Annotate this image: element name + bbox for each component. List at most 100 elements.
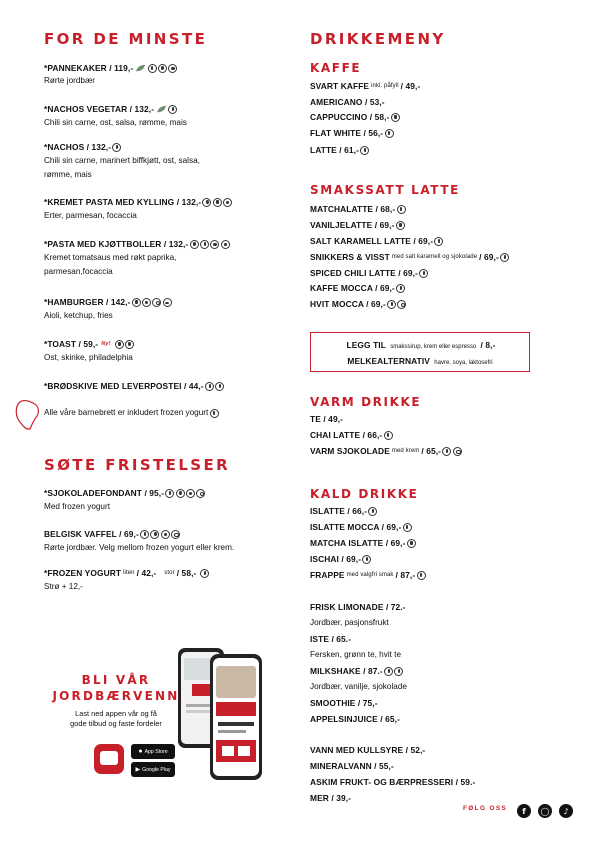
menu-item-name: SPICED CHILI LATTE / 69,- [310,268,429,278]
menu-item-label: KAFFE MOCCA / 69,- [310,283,395,293]
allergen-icon [210,239,220,249]
price-label: / 87,- [395,570,416,580]
add-ons-label: LEGG TIL [346,340,386,350]
section-title-drikkemeny: DRIKKEMENY [310,30,446,48]
allergen-icon [384,666,394,676]
menu-item-label: *BRØDSKIVE MED LEVERPOSTEI / 44,- [44,381,204,391]
allergen-icon [142,297,152,307]
menu-item-name: HVIT MOCCA / 69,- [310,299,407,309]
allergen-icon [157,63,167,73]
menu-item-label: ISTE / 65.- [310,634,352,644]
menu-item-name: MILKSHAKE / 87.- [310,666,404,676]
menu-item-name: MATCHA ISLATTE / 69,- [310,538,416,548]
menu-item-desc: Chili sin carne, marinert biffkjøtt, ost… [44,156,200,165]
allergen-icon [215,381,225,391]
add-ons-note: smakssirup, krem eller espresso [390,344,477,350]
section-title-smakssatt-latte: SMAKSSATT LATTE [310,183,460,197]
app-phones-image [176,644,268,784]
menu-item-label: ISCHAI / 69,- [310,554,362,564]
menu-item-note: med krem [391,448,420,454]
play-icon: ▶ [135,767,141,773]
allergen-icon [131,297,141,307]
menu-item-name: CAPPUCCINO / 58,- [310,112,400,122]
apple-icon: ● [138,748,143,755]
menu-item-name: MINERALVANN / 55,- [310,761,394,771]
menu-item-desc: Ost, skinke, philadelphia [44,353,133,362]
menu-item-label: SMOOTHIE / 75,- [310,698,378,708]
menu-item-name: AMERICANO / 53,- [310,97,385,107]
menu-item-label: MATCHA ISLATTE / 69,- [310,538,406,548]
google-play-button[interactable]: ▶ Google Play [131,762,175,777]
size-label: liten [123,570,135,576]
add-ons-price: / 8,- [480,340,496,350]
menu-item-label: ASKIM FRUKT- OG BÆRPRESSERI / 59.- [310,777,476,787]
menu-item-label: *TOAST / 59,- [44,339,99,349]
menu-item-desc: Strø + 12,- [44,582,83,591]
allergen-icon [362,554,372,564]
allergen-icon [171,529,181,539]
allergen-icon [112,142,122,152]
menu-item-name: VARM SJOKOLADE med krem / 65,- [310,446,462,456]
section-title-sote-fristelser: SØTE FRISTELSER [44,456,231,474]
menu-item-desc: Rørte jordbær [44,76,95,85]
add-ons-box: LEGG TIL smakssirup, krem eller espresso… [310,332,530,372]
app-logo[interactable] [94,744,124,774]
allergen-icon [189,239,199,249]
menu-item-desc: parmesan,focaccia [44,267,113,276]
new-badge: Ny! [101,341,111,347]
menu-item-note: med valgfri smak [346,572,394,578]
leaf-icon [157,105,167,112]
allergen-icon [452,446,462,456]
allergen-icon [396,204,406,214]
allergen-icon [394,666,404,676]
menu-item-name: ASKIM FRUKT- OG BÆRPRESSERI / 59.- [310,777,475,787]
add-ons-line: LEGG TIL smakssirup, krem eller espresso… [311,340,531,350]
section-title-kald-drikke: KALD DRIKKE [310,487,419,501]
allergen-icon [147,63,157,73]
menu-item-name: ISLATTE / 66,- [310,506,378,516]
menu-item-label: MINERALVANN / 55,- [310,761,394,771]
menu-item-name: FRISK LIMONADE / 72.- [310,602,406,612]
price-label: / 65,- [421,446,442,456]
menu-item-label: BELGISK VAFFEL / 69,- [44,529,139,539]
menu-item-name: ISCHAI / 69,- [310,554,372,564]
menu-item-name: *BRØDSKIVE MED LEVERPOSTEI / 44,- [44,381,225,391]
menu-item-label: *PASTA MED KJØTTBOLLER / 132,- [44,239,189,249]
menu-item-label: VANILJELATTE / 69,- [310,220,395,230]
allergen-icon [114,339,124,349]
menu-item-name: SMOOTHIE / 75,- [310,698,378,708]
menu-item-name: *FROZEN YOGURT liten / 42,- stor / 58,- [44,568,210,578]
allergen-icon [160,529,170,539]
allergen-icon [397,299,407,309]
menu-item-note: med salt karamell og sjokolade [391,254,478,260]
allergen-icon [175,488,185,498]
allergen-icon [202,197,212,207]
menu-item-label: FRAPPE [310,570,345,580]
app-store-label: App Store [144,748,168,755]
menu-item-label: FRISK LIMONADE / 72.- [310,602,406,612]
menu-item-name: LATTE / 61,- [310,145,370,155]
facebook-icon[interactable]: f [517,804,531,818]
price-label: / 49,- [400,81,421,91]
tiktok-icon[interactable]: ♪ [559,804,573,818]
allergen-icon [387,299,397,309]
allergen-icon [368,506,378,516]
leaf-icon [136,64,146,71]
instagram-icon[interactable]: ◯ [538,804,552,818]
menu-item-name: TE / 49,- [310,414,343,424]
allergen-icon [125,339,135,349]
app-store-button[interactable]: ● App Store [131,744,175,759]
menu-item-name: ISLATTE MOCCA / 69,- [310,522,412,532]
promo-title: JORDBÆRVENN [52,689,180,703]
menu-item-name: *TOAST / 59,- Ny! [44,339,135,349]
menu-item-label: SPICED CHILI LATTE / 69,- [310,268,418,278]
menu-item-name: *PANNEKAKER / 119,- [44,63,178,73]
menu-item-name: *KREMET PASTA MED KYLLING / 132,- [44,197,233,207]
kids-note: Alle våre barnebrett er inkludert frozen… [44,408,219,418]
menu-item-label: CAPPUCCINO / 58,- [310,112,390,122]
promo-title: BLI VÅR [81,673,151,687]
menu-item-label: *FROZEN YOGURT [44,568,122,578]
menu-item-desc: Fersken, grønn te, hvit te [310,650,402,659]
follow-us-label: FØLG OSS [463,805,508,812]
menu-item-name: *HAMBURGER / 142,- [44,297,172,307]
